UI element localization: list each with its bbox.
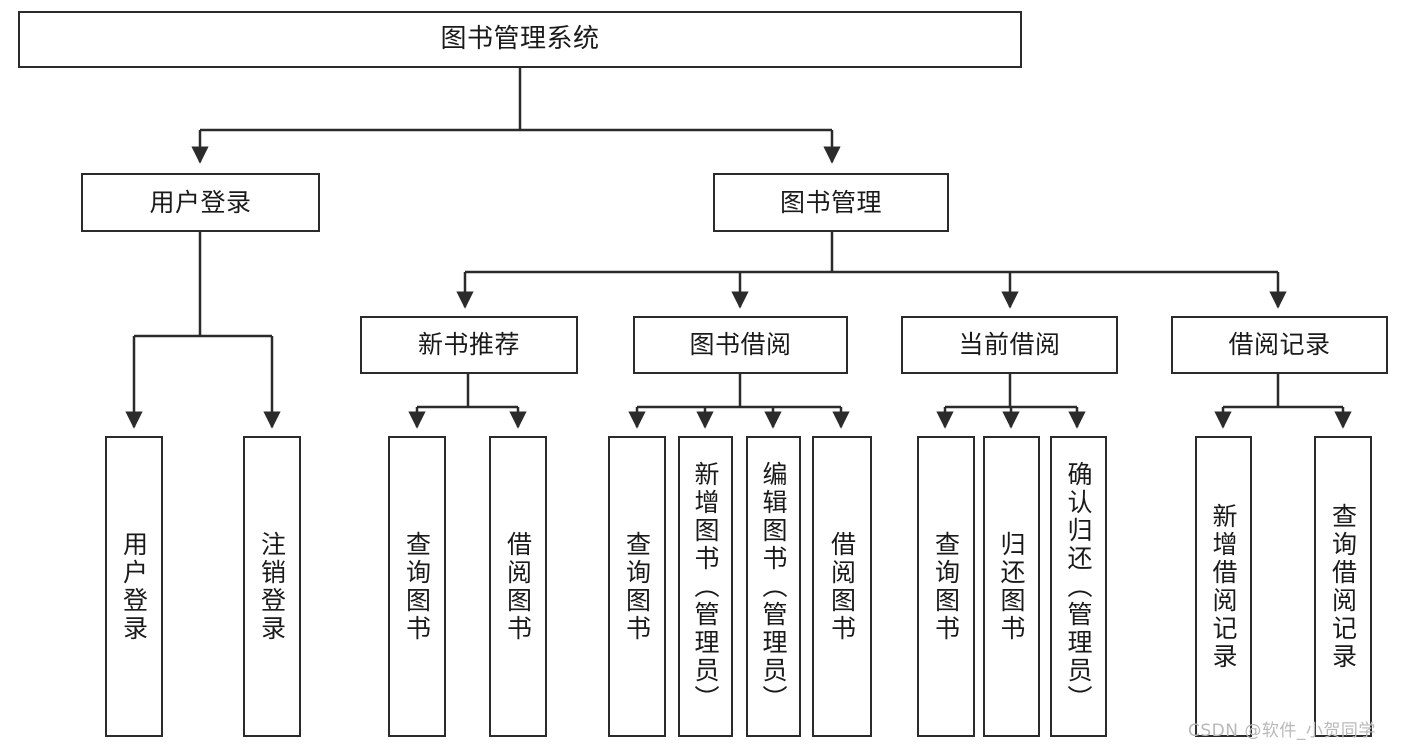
csdn-watermark: CSDN @软件_小贺同学 — [1188, 721, 1376, 741]
node-leaf-add-book[interactable]: 新增图书（管理员） — [678, 436, 733, 737]
node-book-management[interactable]: 图书管理 — [713, 173, 949, 232]
node-root[interactable]: 图书管理系统 — [18, 11, 1022, 68]
node-leaf-query-book-1[interactable]: 查询图书 — [388, 436, 446, 737]
node-root-label: 图书管理系统 — [440, 24, 600, 55]
node-user-login-label: 用户登录 — [149, 187, 252, 217]
node-leaf-confirm-return-label: 确认归还（管理员） — [1064, 460, 1093, 713]
node-leaf-query-record-label: 查询借阅记录 — [1328, 502, 1358, 671]
node-leaf-return-book[interactable]: 归还图书 — [983, 436, 1040, 737]
node-leaf-user-login-label: 用户登录 — [119, 530, 149, 643]
node-book-management-label: 图书管理 — [779, 187, 882, 217]
node-leaf-user-login[interactable]: 用户登录 — [105, 436, 163, 737]
node-leaf-add-record-label: 新增借阅记录 — [1209, 502, 1238, 671]
node-current-borrow-label: 当前借阅 — [958, 330, 1061, 360]
node-leaf-edit-book[interactable]: 编辑图书（管理员） — [746, 436, 801, 737]
node-leaf-query-record[interactable]: 查询借阅记录 — [1314, 436, 1372, 737]
node-current-borrow[interactable]: 当前借阅 — [901, 316, 1118, 374]
node-leaf-borrow-book-1-label: 借阅图书 — [503, 530, 533, 643]
node-book-borrow[interactable]: 图书借阅 — [633, 316, 848, 374]
node-new-book-recommend[interactable]: 新书推荐 — [360, 316, 578, 374]
node-user-login[interactable]: 用户登录 — [81, 173, 320, 232]
node-leaf-query-book-1-label: 查询图书 — [402, 530, 432, 643]
node-leaf-query-book-2[interactable]: 查询图书 — [608, 436, 666, 737]
node-leaf-user-logout[interactable]: 注销登录 — [243, 436, 301, 737]
node-leaf-borrow-book-2-label: 借阅图书 — [827, 530, 857, 643]
node-leaf-edit-book-label: 编辑图书（管理员） — [759, 460, 788, 713]
node-borrow-records-label: 借阅记录 — [1228, 330, 1331, 360]
node-leaf-query-book-2-label: 查询图书 — [622, 530, 652, 643]
node-leaf-confirm-return[interactable]: 确认归还（管理员） — [1050, 436, 1107, 737]
node-leaf-query-book-3[interactable]: 查询图书 — [917, 436, 975, 737]
node-leaf-add-book-label: 新增图书（管理员） — [691, 460, 720, 713]
node-leaf-borrow-book-2[interactable]: 借阅图书 — [812, 436, 872, 737]
node-leaf-return-book-label: 归还图书 — [997, 530, 1026, 643]
node-leaf-user-logout-label: 注销登录 — [257, 530, 287, 643]
node-book-borrow-label: 图书借阅 — [689, 330, 792, 360]
node-leaf-borrow-book-1[interactable]: 借阅图书 — [489, 436, 547, 737]
node-new-book-recommend-label: 新书推荐 — [417, 330, 520, 360]
node-borrow-records[interactable]: 借阅记录 — [1171, 316, 1388, 374]
node-leaf-query-book-3-label: 查询图书 — [931, 530, 961, 643]
node-leaf-add-record[interactable]: 新增借阅记录 — [1195, 436, 1252, 737]
